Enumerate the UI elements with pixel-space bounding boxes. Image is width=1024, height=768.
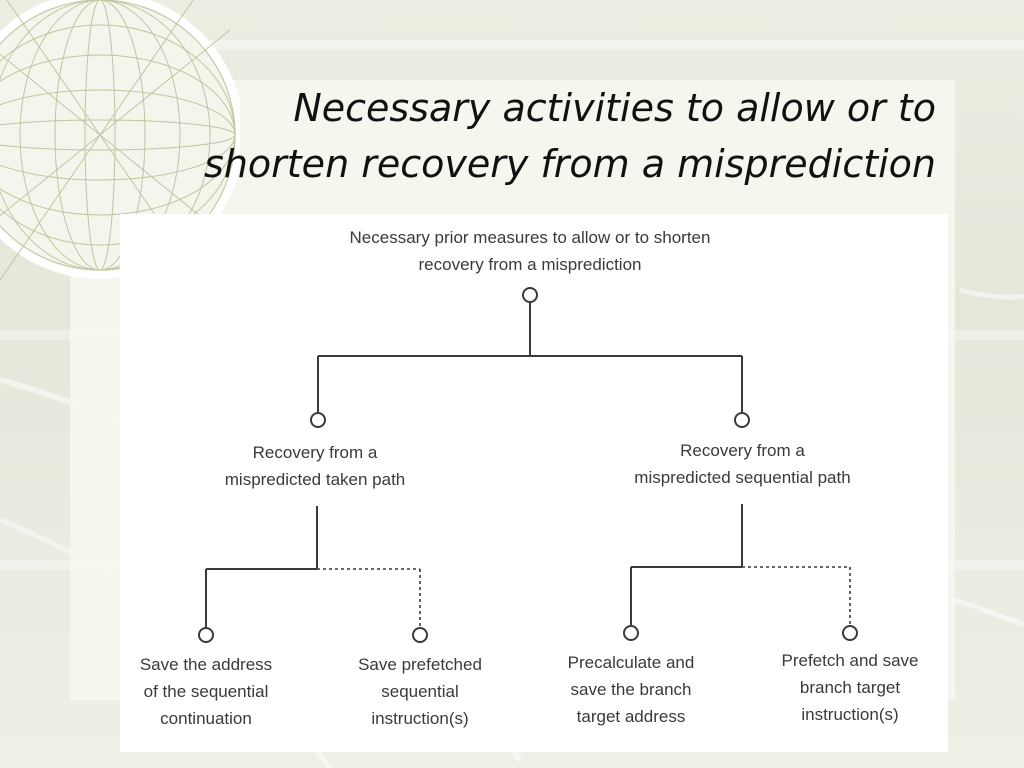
right-child-1-node xyxy=(623,625,639,641)
leaf-2-line-2: sequential xyxy=(381,682,459,701)
left-child-1-node xyxy=(198,627,214,643)
right-branch-label: Recovery from a mispredicted sequential … xyxy=(590,437,895,491)
root-node xyxy=(522,287,538,303)
right-branch-label-line-2: mispredicted sequential path xyxy=(634,468,851,487)
right-branch-label-line-1: Recovery from a xyxy=(680,441,805,460)
root-label-line-2: recovery from a misprediction xyxy=(418,255,642,274)
leaf-3-line-1: Precalculate and xyxy=(567,653,695,672)
leaf-1-line-3: continuation xyxy=(160,709,252,728)
wireframe-globe-decoration xyxy=(0,0,240,281)
left-branch-label-line-1: Recovery from a xyxy=(252,443,378,462)
leaf-1-line-1: Save the address xyxy=(139,655,273,674)
leaf-label-save-prefetched: Save prefetched sequential instruction(s… xyxy=(332,651,508,732)
slide-title-line-2: shorten recovery from a misprediction xyxy=(204,142,936,186)
leaf-4-line-3: instruction(s) xyxy=(801,705,899,724)
leaf-label-precalculate: Precalculate and save the branch target … xyxy=(540,649,722,730)
tree-diagram-figure: Necessary prior measures to allow or to … xyxy=(120,214,948,752)
background-stripe xyxy=(0,40,1024,50)
leaf-label-save-address: Save the address of the sequential conti… xyxy=(120,651,292,732)
leaf-3-line-3: target address xyxy=(576,707,686,726)
left-branch-label-line-2: mispredicted taken path xyxy=(224,470,406,489)
right-branch-node xyxy=(734,412,750,428)
leaf-2-line-1: Save prefetched xyxy=(358,655,482,674)
leaf-1-line-2: of the sequential xyxy=(143,682,269,701)
slide-title: Necessary activities to allow or to shor… xyxy=(116,80,936,192)
tree-connectors xyxy=(198,287,858,643)
leaf-4-line-2: branch target xyxy=(799,678,901,697)
leaf-label-prefetch-save: Prefetch and save branch target instruct… xyxy=(755,647,945,728)
leaf-3-line-2: save the branch xyxy=(570,680,692,699)
leaf-2-line-3: instruction(s) xyxy=(371,709,469,728)
root-node-label: Necessary prior measures to allow or to … xyxy=(280,224,780,278)
left-branch-node xyxy=(310,412,326,428)
leaf-4-line-1: Prefetch and save xyxy=(781,651,919,670)
root-label-line-1: Necessary prior measures to allow or to … xyxy=(349,228,711,247)
left-branch-label: Recovery from a mispredicted taken path xyxy=(180,439,450,493)
left-child-2-node xyxy=(412,627,428,643)
slide-title-line-1: Necessary activities to allow or to xyxy=(293,86,936,130)
right-child-2-node xyxy=(842,625,858,641)
